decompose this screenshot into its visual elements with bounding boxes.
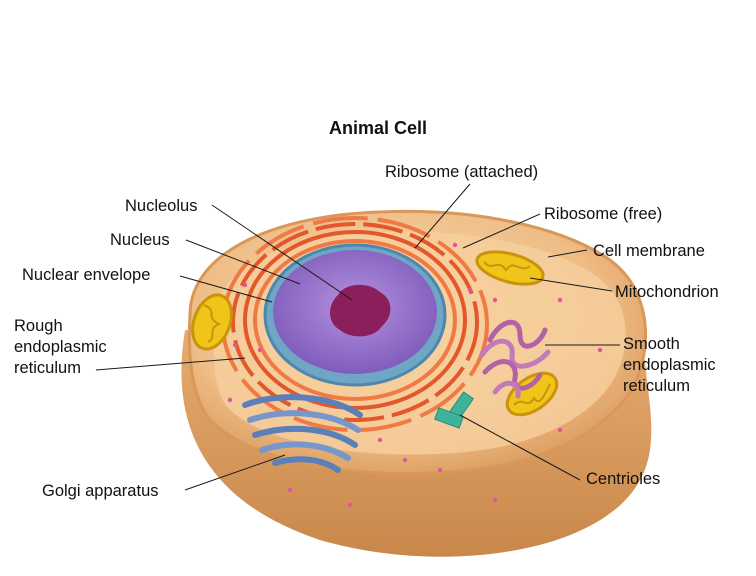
label-nucleus: Nucleus — [110, 231, 170, 249]
free-ribosomes — [227, 242, 603, 508]
label-nuclear-envelope: Nuclear envelope — [22, 266, 151, 284]
leader-lines — [95, 183, 620, 491]
label-nucleolus: Nucleolus — [125, 197, 198, 215]
label-rough-er: Rough endoplasmic reticulum — [14, 317, 107, 377]
label-cell-membrane: Cell membrane — [593, 242, 705, 260]
label-centrioles: Centrioles — [586, 470, 661, 488]
centrioles — [434, 391, 475, 429]
mitochondrion-left — [191, 293, 233, 351]
golgi-apparatus — [242, 394, 363, 473]
label-golgi-apparatus: Golgi apparatus — [42, 482, 159, 500]
label-smooth-er: Smooth endoplasmic reticulum — [623, 335, 716, 395]
label-ribosome-free: Ribosome (free) — [544, 205, 663, 223]
mitochondrion-right — [505, 371, 559, 417]
smooth-er — [479, 320, 551, 399]
mitochondrion-top — [475, 250, 545, 286]
label-ribosome-attached: Ribosome (attached) — [385, 163, 539, 181]
nucleolus — [330, 284, 391, 337]
diagram-title: Animal Cell — [328, 118, 428, 138]
label-mitochondrion: Mitochondrion — [615, 283, 719, 301]
